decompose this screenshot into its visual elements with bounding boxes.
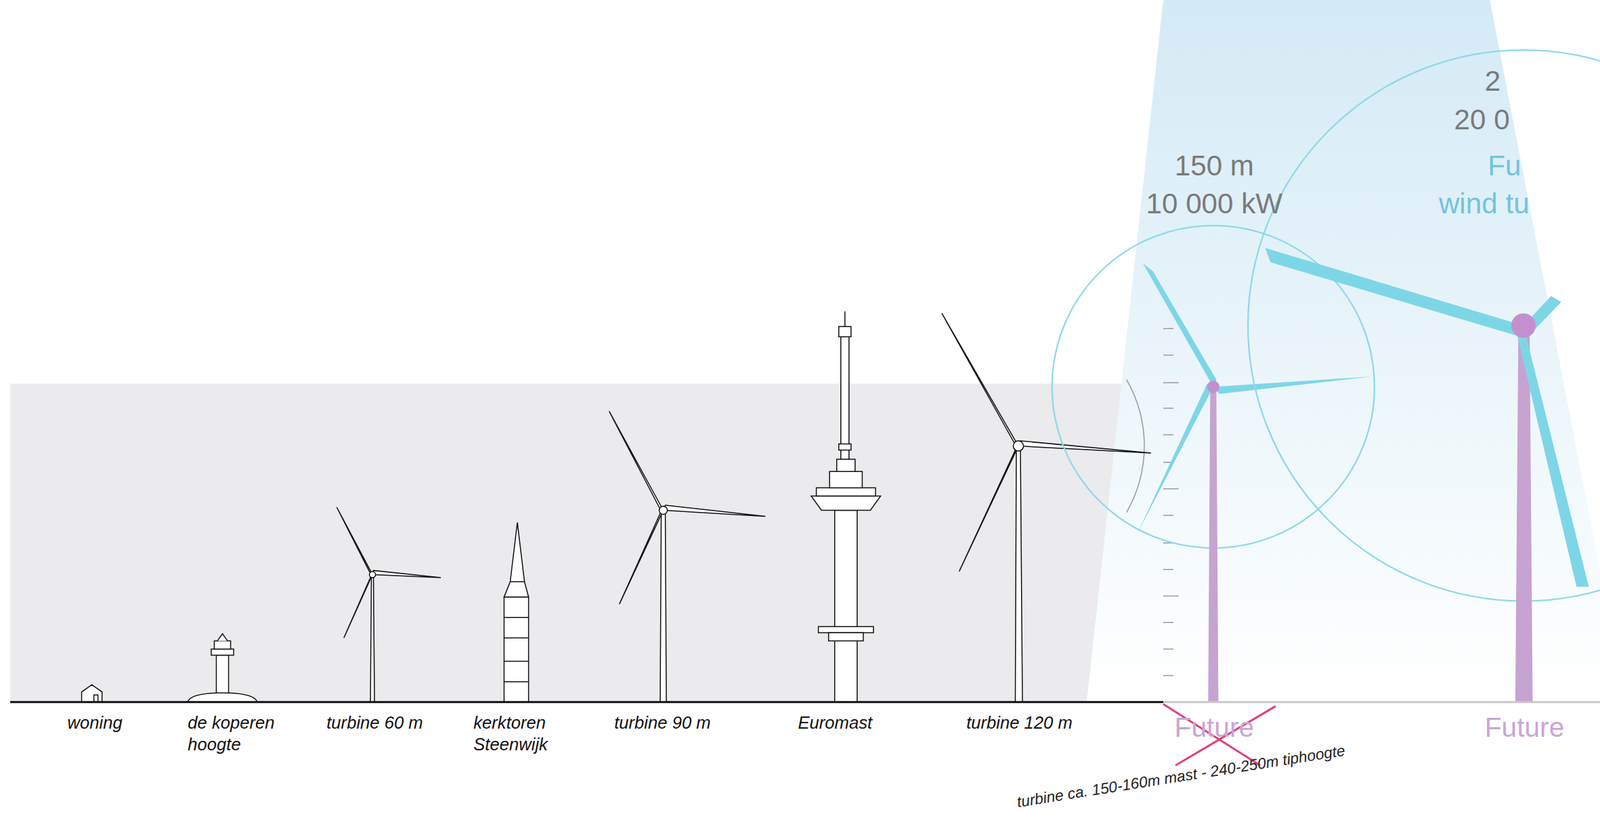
rotor-arc: [1126, 379, 1145, 513]
power-label: 10 000 kW: [1145, 187, 1283, 221]
structure-label: Euromast: [797, 712, 873, 734]
structure-label: de koperen hoogte: [187, 712, 290, 755]
height-label: 150 m: [1174, 150, 1254, 183]
future-label: Future: [1174, 712, 1255, 745]
title-label: wind tu: [1438, 187, 1530, 221]
tower-icon: [187, 633, 257, 703]
structure-label: turbine 60 m: [326, 712, 423, 734]
structure-label: kerktoren Steenwijk: [473, 712, 571, 755]
future-label: Future: [1484, 712, 1565, 745]
house-icon: [81, 684, 103, 703]
future-turbine-large: [1247, 50, 1600, 703]
ground-line: [1163, 700, 1600, 703]
background-band: [10, 383, 1174, 703]
note: turbine ca. 150-160m mast - 240-250m tip…: [1015, 741, 1347, 811]
turbine-120: [941, 313, 1152, 703]
ground-line: [10, 700, 1164, 703]
scale-ticks: [1163, 328, 1179, 676]
church-tower: [503, 522, 529, 703]
structure-label: turbine 120 m: [966, 712, 1073, 734]
title-label: Fu: [1487, 150, 1521, 183]
future-turbine-small: [1052, 225, 1375, 703]
power-label: 20 0: [1454, 104, 1510, 137]
future-beam: [1086, 0, 1600, 703]
turbine-60: [336, 507, 441, 703]
structure-label: woning: [67, 712, 122, 734]
structure-label: turbine 90 m: [614, 712, 711, 734]
euromast: [811, 311, 881, 703]
turbine-90: [609, 411, 766, 703]
height-label: 2: [1484, 65, 1501, 98]
